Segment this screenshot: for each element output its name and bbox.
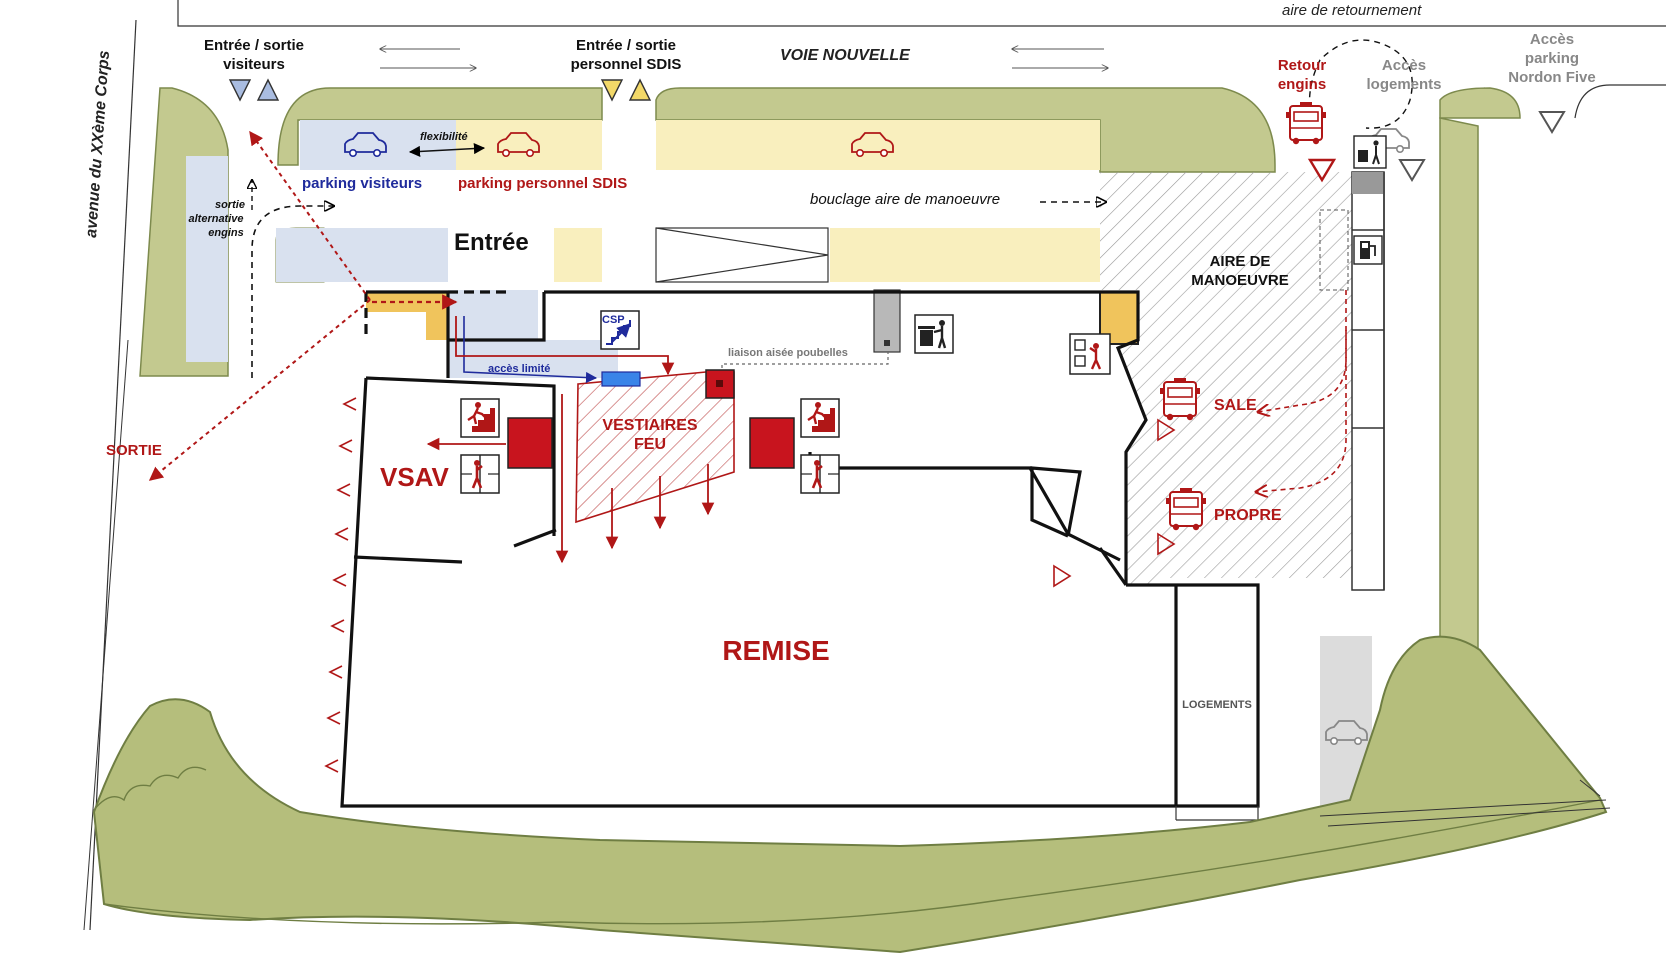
label-csp: CSP bbox=[602, 314, 625, 326]
label-entree: Entrée bbox=[454, 229, 529, 256]
label-retour-engins-2: engins bbox=[1278, 76, 1326, 93]
label-aire-2: MANOEUVRE bbox=[1191, 272, 1289, 289]
label-entree-personnel-2: personnel SDIS bbox=[571, 56, 682, 73]
label-sortie-alt-1: sortie bbox=[215, 199, 245, 211]
fire-truck-icon-retour bbox=[1285, 101, 1327, 146]
locker-icon bbox=[1069, 333, 1111, 375]
label-aire-retournement: aire de retournement bbox=[1282, 2, 1422, 19]
label-remise: REMISE bbox=[722, 635, 829, 666]
label-acces-parking-2: parking bbox=[1525, 50, 1579, 67]
label-entree-visiteurs-1: Entrée / sortie bbox=[204, 37, 304, 54]
trash-icon-top bbox=[1353, 135, 1387, 169]
label-parking-personnel: parking personnel SDIS bbox=[458, 175, 627, 192]
label-acces-limite: accès limité bbox=[488, 363, 550, 375]
label-acces-logements-2: logements bbox=[1366, 76, 1441, 93]
label-acces-logements-1: Accès bbox=[1382, 57, 1426, 74]
fuel-pump-icon bbox=[1353, 235, 1383, 265]
stairs-exit-icon-right bbox=[799, 397, 841, 439]
label-sortie: SORTIE bbox=[106, 442, 162, 459]
label-sale: SALE bbox=[1214, 397, 1257, 414]
label-retour-engins-1: Retour bbox=[1278, 57, 1326, 74]
label-sortie-alt-3: engins bbox=[208, 227, 243, 239]
label-vsav: VSAV bbox=[380, 462, 450, 492]
label-sortie-alt-2: alternative bbox=[188, 213, 243, 225]
label-voie-nouvelle: VOIE NOUVELLE bbox=[780, 47, 911, 64]
label-bouclage: bouclage aire de manoeuvre bbox=[810, 191, 1000, 208]
pole-slide-icon-right bbox=[799, 453, 841, 495]
fire-truck-icon-sale bbox=[1159, 377, 1201, 422]
label-avenue: avenue du XXème Corps bbox=[83, 50, 113, 238]
label-parking-visiteurs: parking visiteurs bbox=[302, 175, 422, 192]
pole-slide-icon-left bbox=[459, 453, 501, 495]
label-flexibilite: flexibilité bbox=[420, 131, 468, 143]
label-propre: PROPRE bbox=[1214, 507, 1282, 524]
stairs-icon-csp bbox=[600, 310, 640, 350]
label-vestiaires-2: FEU bbox=[634, 436, 666, 453]
label-acces-parking-3: Nordon Five bbox=[1508, 69, 1596, 86]
label-acces-parking-1: Accès bbox=[1530, 31, 1574, 48]
trash-icon bbox=[914, 314, 954, 354]
label-liaison: liaison aisée poubelles bbox=[728, 347, 848, 359]
stairs-exit-icon-left bbox=[459, 397, 501, 439]
label-aire-1: AIRE DE bbox=[1210, 253, 1271, 270]
label-entree-personnel-1: Entrée / sortie bbox=[576, 37, 676, 54]
label-entree-visiteurs-2: visiteurs bbox=[223, 56, 285, 73]
fire-truck-icon-propre bbox=[1165, 487, 1207, 532]
label-vestiaires-1: VESTIAIRES bbox=[602, 417, 697, 434]
label-logements: LOGEMENTS bbox=[1182, 699, 1252, 711]
